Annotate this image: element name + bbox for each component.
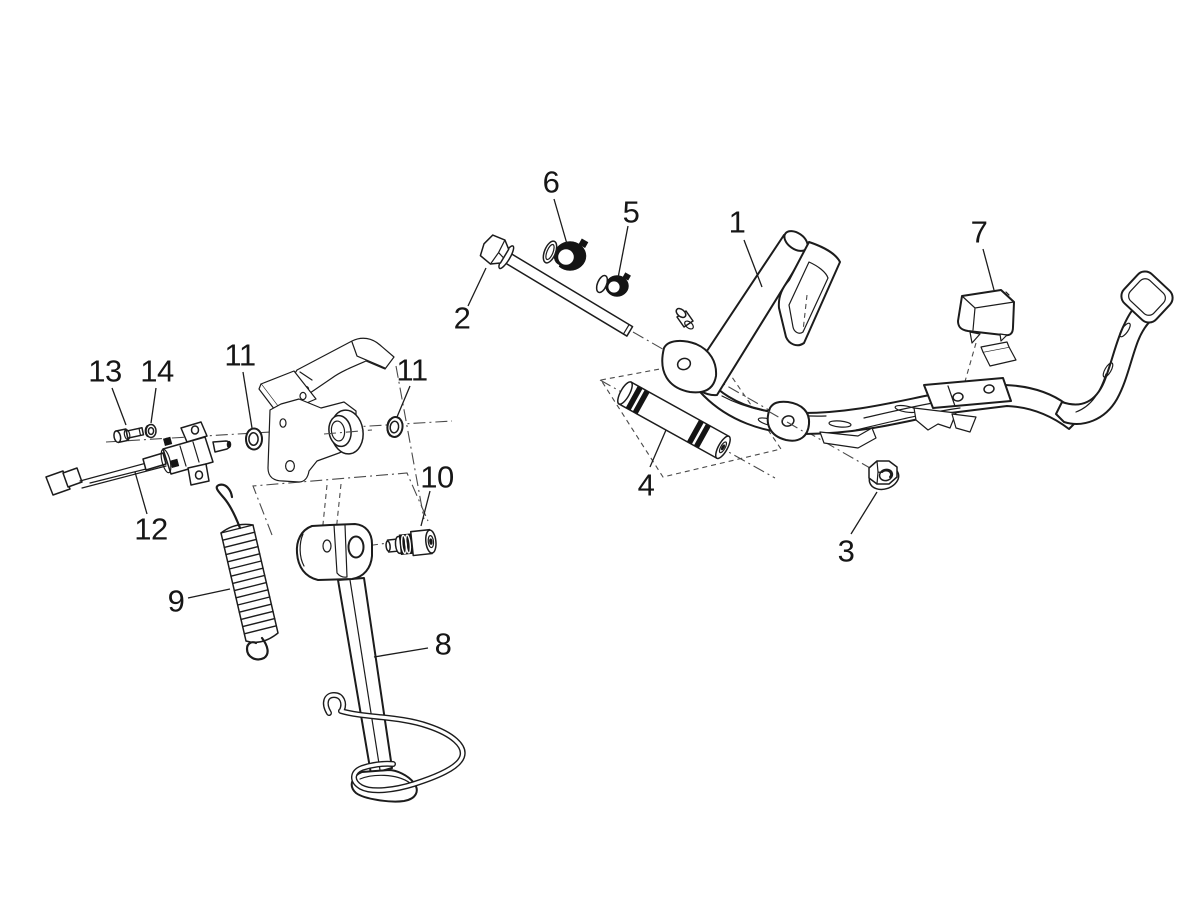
callout-8-side-stand: 8 xyxy=(434,626,452,662)
stand-grease-pin xyxy=(675,307,694,330)
part-center-stand-1 xyxy=(661,230,1174,449)
callout-14-washer: 14 xyxy=(140,353,174,389)
callout-7-rubber-pad: 7 xyxy=(970,214,988,250)
stand-pedal-rubber xyxy=(1120,270,1174,324)
side-stand-hook-wire xyxy=(322,692,466,794)
callout-1-center-stand: 1 xyxy=(728,204,746,240)
callout-6-bushing: 6 xyxy=(542,164,560,200)
part-washer-11-right xyxy=(386,416,404,438)
part-rubber-pad-7 xyxy=(957,289,1015,344)
part-switch-12 xyxy=(45,421,232,496)
callout-11-washer-right: 11 xyxy=(396,352,428,388)
part-spring-9 xyxy=(215,483,279,661)
callout-11-washer-left: 11 xyxy=(224,337,256,373)
callout-13-screw: 13 xyxy=(88,353,122,389)
part-roller-4 xyxy=(617,381,731,460)
callout-2-bolt: 2 xyxy=(453,300,471,336)
callout-9-spring: 9 xyxy=(167,583,185,619)
part-washer-14 xyxy=(144,423,157,439)
stand-foot-lever xyxy=(1055,303,1155,425)
callout-5-bushing: 5 xyxy=(622,194,640,230)
part-screw-13 xyxy=(113,427,145,444)
part-nut-3 xyxy=(868,460,900,491)
part-bracket-plate xyxy=(258,337,395,483)
part-pivot-pin-10 xyxy=(385,528,437,557)
part-bushing-6 xyxy=(542,238,589,271)
part-bushing-5 xyxy=(595,272,631,297)
callout-10-pivot-pin: 10 xyxy=(420,459,454,495)
callout-4-roller: 4 xyxy=(637,467,655,503)
part-washer-11-left xyxy=(245,427,263,451)
leader-lines xyxy=(111,198,995,658)
part-bolt-2 xyxy=(479,234,634,337)
callout-3-nut: 3 xyxy=(837,533,855,569)
part-side-stand-8 xyxy=(295,523,466,803)
callout-12-switch: 12 xyxy=(134,511,168,547)
